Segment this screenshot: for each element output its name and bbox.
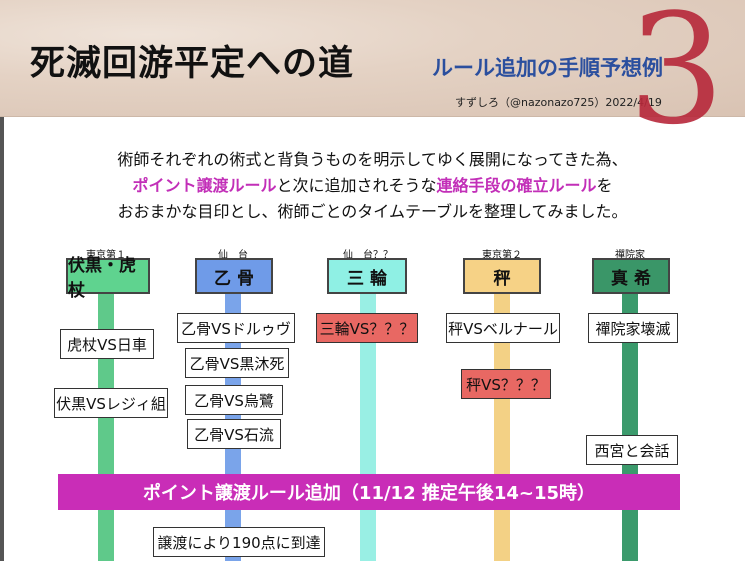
part-number: 3 bbox=[628, 0, 725, 158]
event-okkotsu-vs-uro: 乙骨VS烏鷺 bbox=[185, 385, 283, 415]
event-okkotsu-vs-kurourushi: 乙骨VS黒沐死 bbox=[185, 348, 289, 378]
event-okkotsu-vs-ishigori: 乙骨VS石流 bbox=[187, 419, 281, 449]
rule-banner: ポイント譲渡ルール追加（11/12 推定午後14~15時） bbox=[58, 474, 680, 510]
intro-line-1: 術師それぞれの術式と背負うものを明示してゆく展開になってきた為、 bbox=[117, 150, 628, 169]
event-miwa-vs: 三輪VS？？？ bbox=[316, 313, 418, 343]
author-credit: すずしろ（@nazonazo725）2022/4/19 bbox=[455, 96, 662, 109]
lane-sub-4: 東京第２ bbox=[482, 250, 522, 261]
lane-head-fushiguro: 伏黒・虎杖 bbox=[66, 256, 150, 301]
event-zenin-destroyed: 禪院家壊滅 bbox=[588, 313, 678, 343]
lane-sub-3: 仙 台？？ bbox=[343, 250, 393, 261]
event-okkotsu-vs-dhruv: 乙骨VSドルゥヴ bbox=[177, 313, 295, 343]
left-edge-strip bbox=[0, 0, 4, 561]
lane-head-miwa: 三 輪 bbox=[327, 258, 407, 294]
event-fushiguro-vs-reggie: 伏黒VSレジィ組 bbox=[54, 388, 168, 418]
event-itadori-vs-higuruma: 虎杖VS日車 bbox=[60, 329, 154, 359]
hl-contact-rule: 連絡手段の確立ルール bbox=[436, 176, 597, 195]
lane-sub-1: 東京第１ bbox=[86, 250, 126, 261]
lane-head-okkotsu: 乙 骨 bbox=[195, 258, 273, 294]
event-nishimiya: 西宮と会話 bbox=[586, 435, 678, 465]
event-reach-190: 譲渡により190点に到達 bbox=[153, 527, 325, 557]
intro-line-3: おおまかな目印とし、術師ごとのタイムテーブルを整理してみました。 bbox=[117, 202, 628, 221]
event-hakari-vs: 秤VS？？？ bbox=[461, 369, 551, 399]
header-band: 死滅回游平定への道 ルール追加の手順予想例 すずしろ（@nazonazo725）… bbox=[0, 0, 745, 146]
page-title: 死滅回游平定への道 bbox=[30, 44, 355, 84]
lane-head-hakari: 秤 bbox=[463, 258, 541, 294]
intro-line-2: ポイント譲渡ルールと次に追加されそうな連絡手段の確立ルールを bbox=[132, 176, 613, 195]
lane-sub-5: 禪院家 bbox=[615, 250, 645, 261]
hl-point-rule: ポイント譲渡ルール bbox=[132, 176, 277, 195]
lane-head-maki: 真 希 bbox=[592, 258, 670, 294]
lane-sub-2: 仙 台 bbox=[218, 250, 248, 261]
event-hakari-vs-bernard: 秤VSベルナール bbox=[446, 313, 560, 343]
page-subtitle: ルール追加の手順予想例 bbox=[432, 56, 663, 80]
